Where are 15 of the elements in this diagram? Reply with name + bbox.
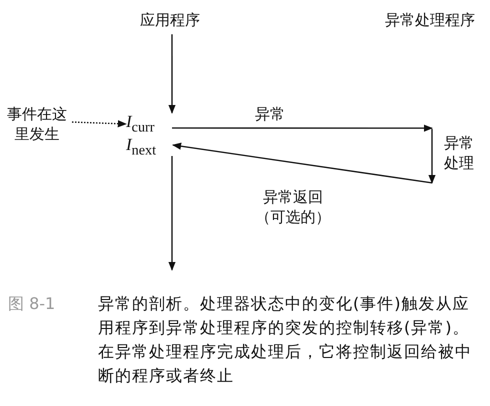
- edge-label: 异常返回（可选的）: [255, 187, 331, 227]
- dotted-arrow: [72, 120, 127, 128]
- arrow: [172, 142, 432, 184]
- instruction-label: I$_{next}$: [126, 136, 172, 156]
- arrow: [168, 34, 176, 114]
- figure-number: 图 8-1: [8, 293, 56, 315]
- figure-caption: 异常的剖析。处理器状态中的变化(事件)触发从应用程序到异常处理程序的突发的控制转移(异常)。在异常处理程序完成处理后，它将控制返回给被中断的程序或者终止: [98, 293, 473, 387]
- column-heading: 异常处理程序: [385, 10, 476, 30]
- step-label: 异常处理: [444, 133, 475, 173]
- arrow: [172, 124, 433, 132]
- edge-label: 异常: [254, 104, 286, 124]
- event-note: 事件在这里发生: [4, 104, 70, 148]
- column-heading: 应用程序: [140, 10, 210, 32]
- instruction-label: I$_{curr}$: [126, 113, 172, 133]
- arrow: [168, 156, 176, 271]
